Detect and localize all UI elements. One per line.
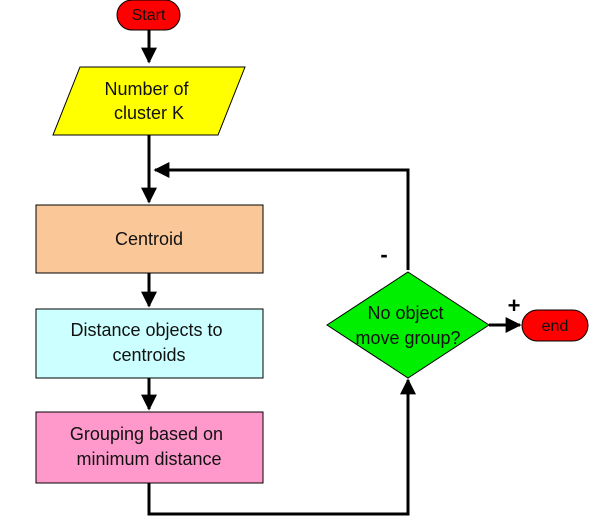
start-node: Start <box>116 0 181 31</box>
arrow-grouping-to-decision <box>147 378 416 516</box>
no-branch-label: - <box>380 242 387 267</box>
arrow-decision-no-loop <box>153 162 410 270</box>
centroid-label: Centroid <box>115 229 183 249</box>
grouping-node: Grouping based on minimum distance <box>35 411 264 484</box>
yes-branch-label: + <box>508 293 521 318</box>
decision-node: No object move group? <box>326 271 490 379</box>
centroid-node: Centroid <box>35 204 264 274</box>
grouping-label: Grouping based on minimum distance <box>70 424 228 469</box>
input-node: Number of cluster K <box>52 66 246 136</box>
input-label: Number of cluster K <box>104 79 193 123</box>
distance-node: Distance objects to centroids <box>35 308 264 379</box>
end-node: end <box>521 309 589 342</box>
end-label: end <box>542 318 569 335</box>
start-label: Start <box>132 7 166 24</box>
distance-label: Distance objects to centroids <box>70 320 227 365</box>
decision-label: No object move group? <box>355 303 460 348</box>
